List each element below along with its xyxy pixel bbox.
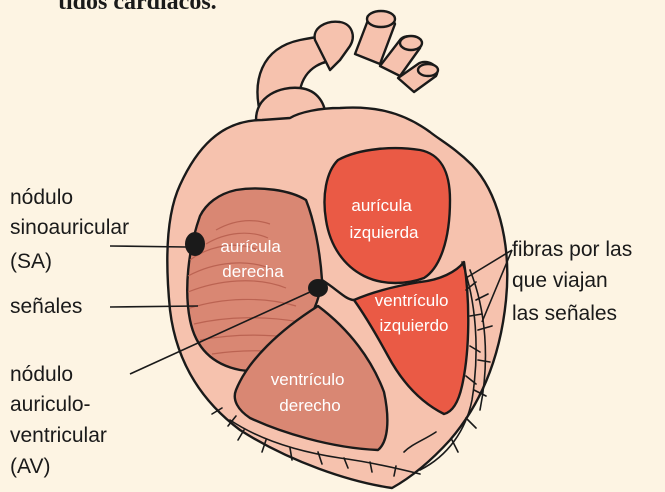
signals-label: señales: [10, 295, 82, 318]
sa-node-leader: [110, 246, 186, 247]
signals-leader: [110, 306, 198, 307]
title-fragment: tidos cardiacos.: [58, 0, 217, 15]
sa-node: [185, 232, 205, 256]
sa-node-label: nódulo sinoauricular (SA): [10, 186, 135, 273]
av-node: [308, 279, 328, 297]
fibers-label: fibras por las que viajan las señales: [512, 238, 638, 325]
av-node-label: nódulo auriculo- ventricular (AV): [10, 363, 113, 478]
